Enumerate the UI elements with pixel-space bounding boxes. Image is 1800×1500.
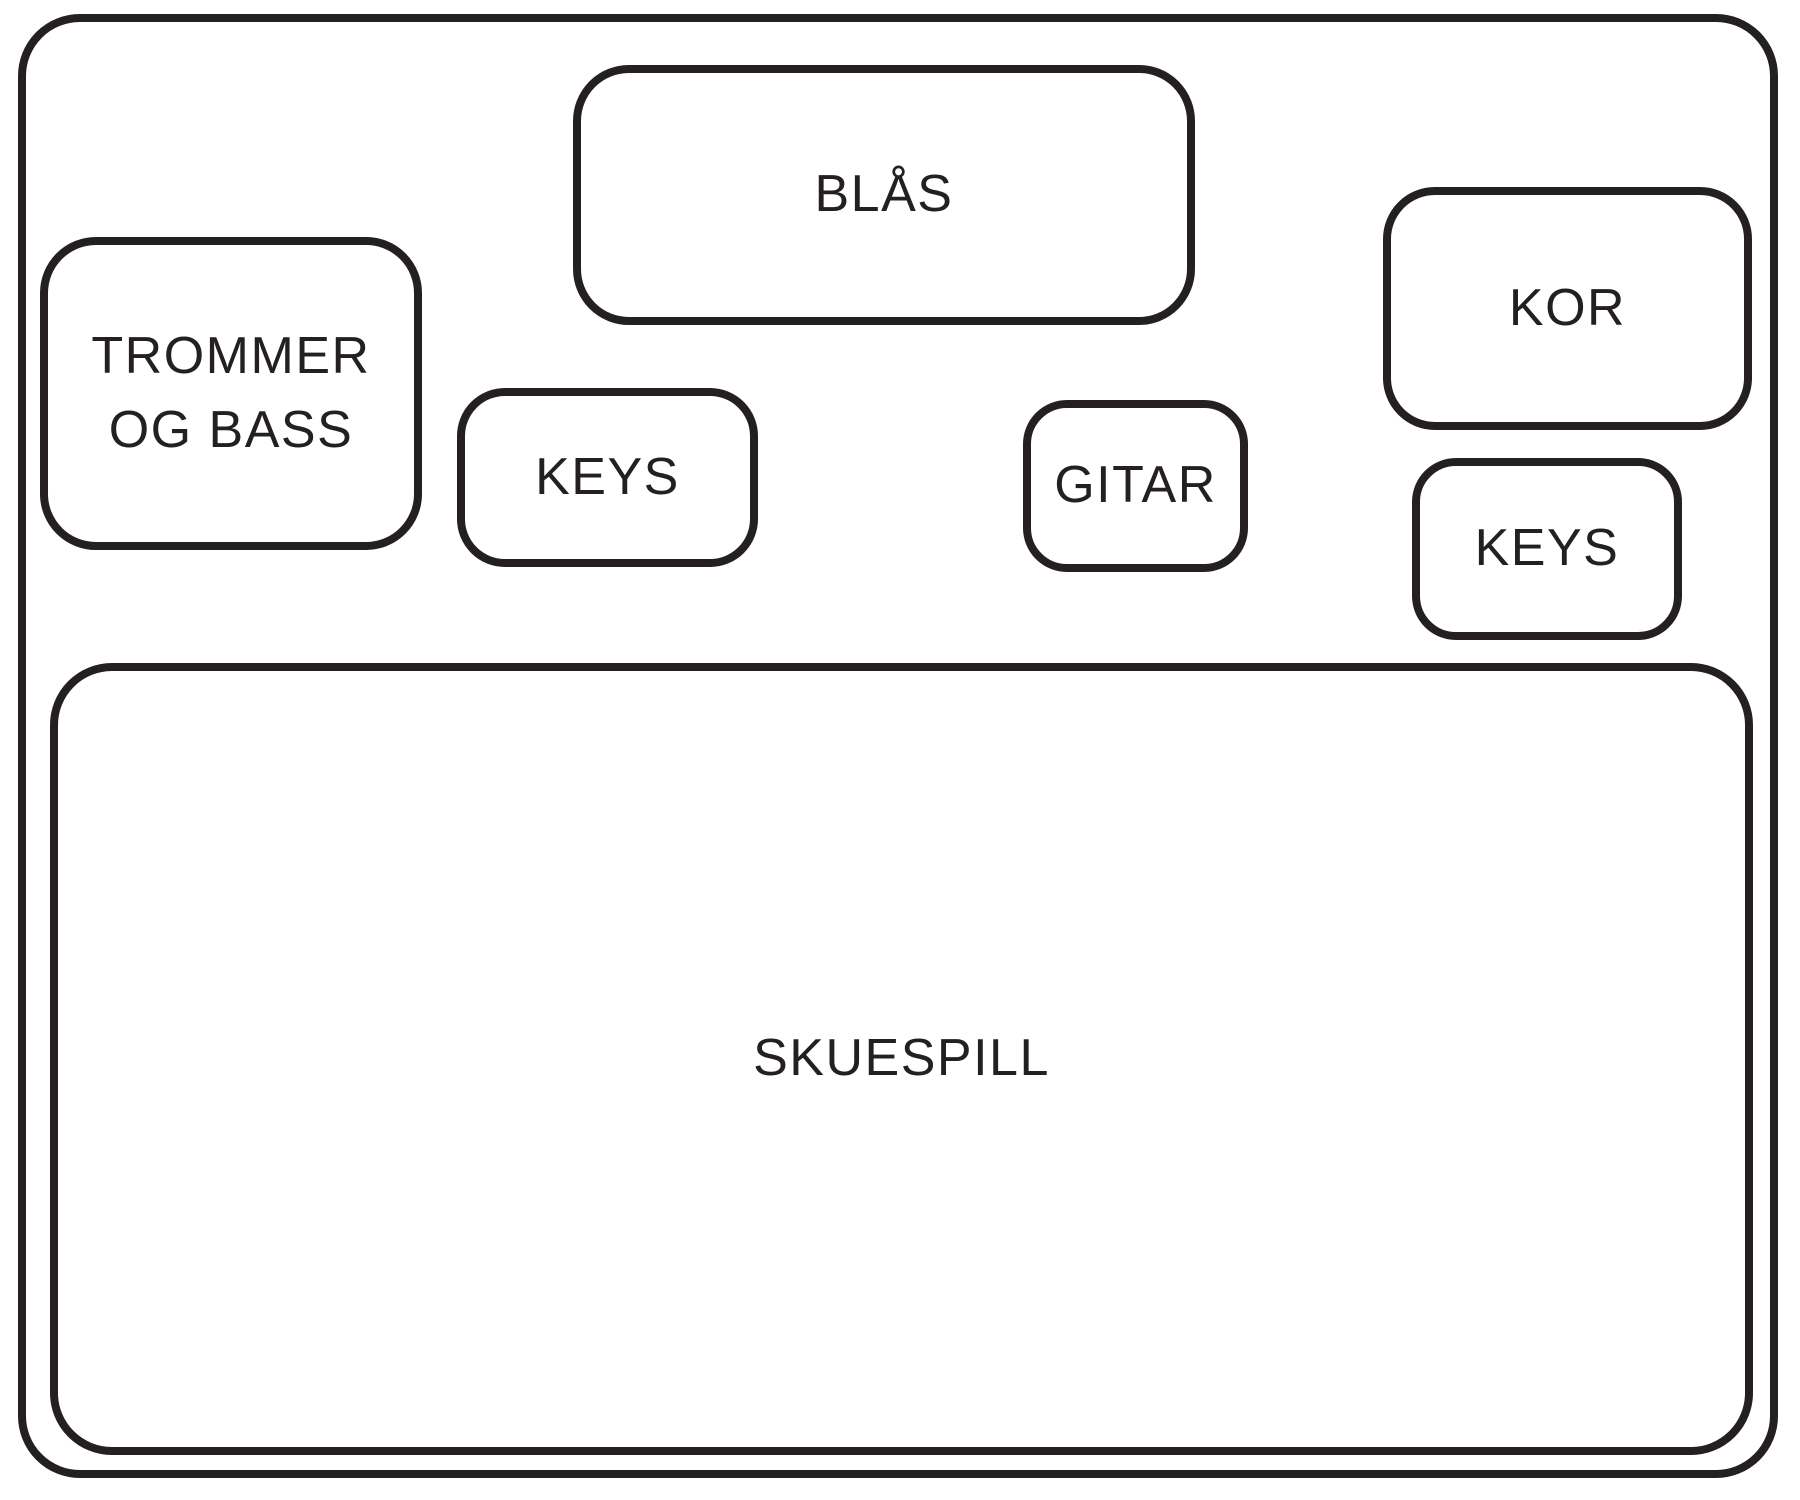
zone-gitar-label: GITAR — [1054, 456, 1217, 515]
zone-trommer-og-bass: TROMMER OG BASS — [40, 237, 422, 550]
zone-keys-left: KEYS — [457, 388, 758, 567]
zone-skuespill: SKUESPILL — [50, 663, 1753, 1455]
zone-keys-right: KEYS — [1412, 458, 1682, 640]
zone-keys-right-label: KEYS — [1474, 519, 1620, 578]
zone-kor: KOR — [1383, 187, 1752, 430]
zone-blas: BLÅS — [573, 65, 1195, 325]
zone-skuespill-label: SKUESPILL — [753, 1029, 1050, 1088]
zone-gitar: GITAR — [1023, 400, 1248, 572]
zone-trommer-og-bass-label: TROMMER OG BASS — [91, 326, 371, 459]
zone-keys-left-label: KEYS — [535, 447, 680, 506]
zone-kor-label: KOR — [1508, 278, 1627, 337]
zone-blas-label: BLÅS — [814, 165, 954, 224]
